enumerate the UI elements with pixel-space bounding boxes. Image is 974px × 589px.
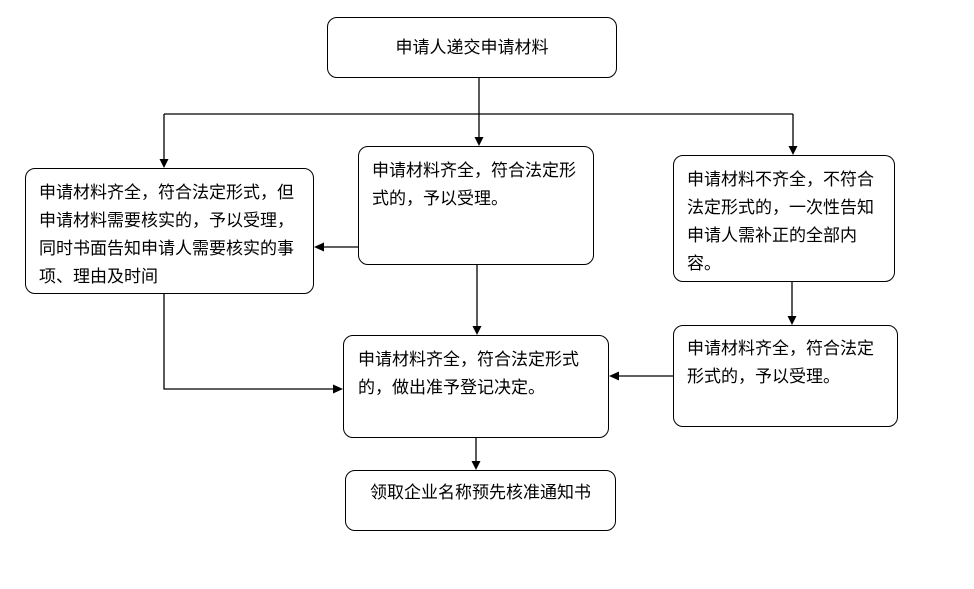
arrowhead-into-receive-notice <box>471 461 481 470</box>
node-submit-application: 申请人递交申请材料 <box>327 17 617 78</box>
node-incomplete-notify-label: 申请材料不齐全，不符合法定形式的，一次性告知申请人需补正的全部内容。 <box>687 170 874 274</box>
node-approve-decision: 申请材料齐全，符合法定形式的，做出准予登记决定。 <box>343 335 609 438</box>
node-verify-accept: 申请材料齐全，符合法定形式，但申请材料需要核实的，予以受理，同时书面告知申请人需… <box>25 168 314 294</box>
node-receive-notice-label: 领取企业名称预先核准通知书 <box>370 483 591 503</box>
node-verify-accept-label: 申请材料齐全，符合法定形式，但申请材料需要核实的，予以受理，同时书面告知申请人需… <box>39 183 294 287</box>
node-receive-notice: 领取企业名称预先核准通知书 <box>345 470 616 531</box>
arrowhead-into-verify-accept-top <box>159 159 169 168</box>
arrowhead-into-complete-accept <box>474 137 484 146</box>
node-complete-accept: 申请材料齐全，符合法定形式的，予以受理。 <box>358 146 594 265</box>
node-resubmit-accept: 申请材料齐全，符合法定形式的，予以受理。 <box>673 325 898 427</box>
node-submit-application-label: 申请人递交申请材料 <box>395 37 549 58</box>
node-resubmit-accept-label: 申请材料齐全，符合法定形式的，予以受理。 <box>687 339 874 387</box>
arrowhead-into-decision-left <box>333 384 343 394</box>
arrowhead-into-incomplete-notify <box>788 146 798 155</box>
node-approve-decision-label: 申请材料齐全，符合法定形式的，做出准予登记决定。 <box>358 350 579 398</box>
arrowhead-into-verify-accept-right <box>314 242 324 252</box>
node-complete-accept-label: 申请材料齐全，符合法定形式的，予以受理。 <box>372 161 576 209</box>
arrowhead-into-decision-top <box>472 326 482 335</box>
node-incomplete-notify: 申请材料不齐全，不符合法定形式的，一次性告知申请人需补正的全部内容。 <box>673 155 895 282</box>
arrowhead-into-resubmit-accept <box>787 316 797 325</box>
connector-verify-accept-to-decision <box>163 294 333 390</box>
arrowhead-into-decision-right <box>609 371 619 381</box>
